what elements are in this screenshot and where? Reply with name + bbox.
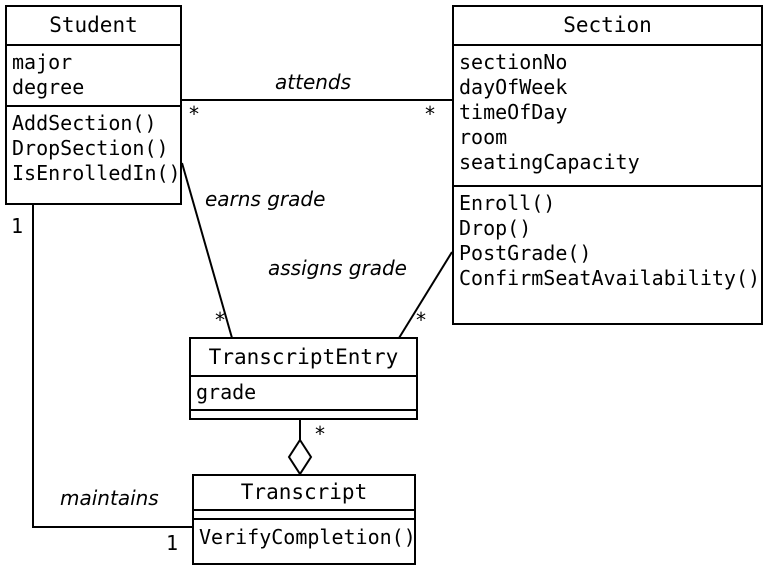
student-attribute: major [12, 50, 73, 74]
multiplicity-attends-section-end: * [424, 102, 437, 126]
transcript-operation: VerifyCompletion() [199, 525, 416, 549]
multiplicity-aggregation-entry-end: * [314, 422, 327, 446]
section-attribute: seatingCapacity [459, 150, 640, 174]
section-class-name: Section [563, 13, 652, 37]
transcript-operations-compartment: VerifyCompletion() [194, 518, 416, 563]
transcript-entry-operations-compartment [191, 409, 416, 418]
student-operation: AddSection() [12, 111, 157, 135]
student-attributes-compartment: major degree [7, 44, 180, 105]
multiplicity-assigns-grade-entry-end: * [415, 308, 428, 332]
section-operation: PostGrade() [459, 241, 592, 265]
transcript-entry-class-name: TranscriptEntry [208, 344, 399, 369]
transcript-entry-attribute: grade [196, 380, 257, 404]
student-operation: IsEnrolledIn() [12, 161, 181, 185]
section-name-compartment: Section [454, 7, 761, 44]
class-box-student[interactable]: Student major degree AddSection() DropSe… [5, 5, 182, 205]
section-operation: ConfirmSeatAvailability() [459, 266, 761, 290]
transcript-entry-attributes-compartment: grade [191, 375, 416, 409]
section-operation: Enroll() [459, 191, 556, 215]
section-operation: Drop() [459, 216, 532, 240]
transcript-name-compartment: Transcript [194, 476, 414, 509]
section-attribute: room [459, 125, 508, 149]
student-name-compartment: Student [7, 7, 180, 44]
class-box-section[interactable]: Section sectionNo dayOfWeek timeOfDay ro… [452, 5, 763, 325]
multiplicity-attends-student-end: * [188, 102, 201, 126]
section-attribute: sectionNo [459, 50, 568, 74]
section-attributes-compartment: sectionNo dayOfWeek timeOfDay room seati… [454, 44, 761, 185]
section-attribute: dayOfWeek [459, 75, 568, 99]
class-box-transcript-entry[interactable]: TranscriptEntry grade [189, 337, 418, 420]
section-operations-compartment: Enroll() Drop() PostGrade() ConfirmSeatA… [454, 185, 761, 323]
multiplicity-maintains-transcript-end: 1 [166, 531, 179, 555]
transcript-class-name: Transcript [240, 480, 368, 504]
student-attribute: degree [12, 75, 85, 99]
aggregation-diamond-icon [287, 438, 313, 476]
transcript-attributes-compartment [194, 509, 414, 518]
section-attribute: timeOfDay [459, 100, 568, 124]
multiplicity-earns-grade-entry-end: * [214, 308, 227, 332]
transcript-entry-name-compartment: TranscriptEntry [191, 339, 416, 375]
student-operation: DropSection() [12, 136, 169, 160]
association-label-attends: attends [272, 70, 355, 94]
student-operations-compartment: AddSection() DropSection() IsEnrolledIn(… [7, 105, 181, 203]
maintains-line [32, 205, 192, 528]
association-label-assigns-grade: assigns grade [265, 256, 410, 280]
multiplicity-maintains-student-end: 1 [11, 214, 24, 238]
class-box-transcript[interactable]: Transcript VerifyCompletion() [192, 474, 416, 565]
student-class-name: Student [49, 13, 138, 37]
association-label-earns-grade: earns grade [202, 187, 329, 211]
association-label-maintains: maintains [57, 486, 162, 510]
